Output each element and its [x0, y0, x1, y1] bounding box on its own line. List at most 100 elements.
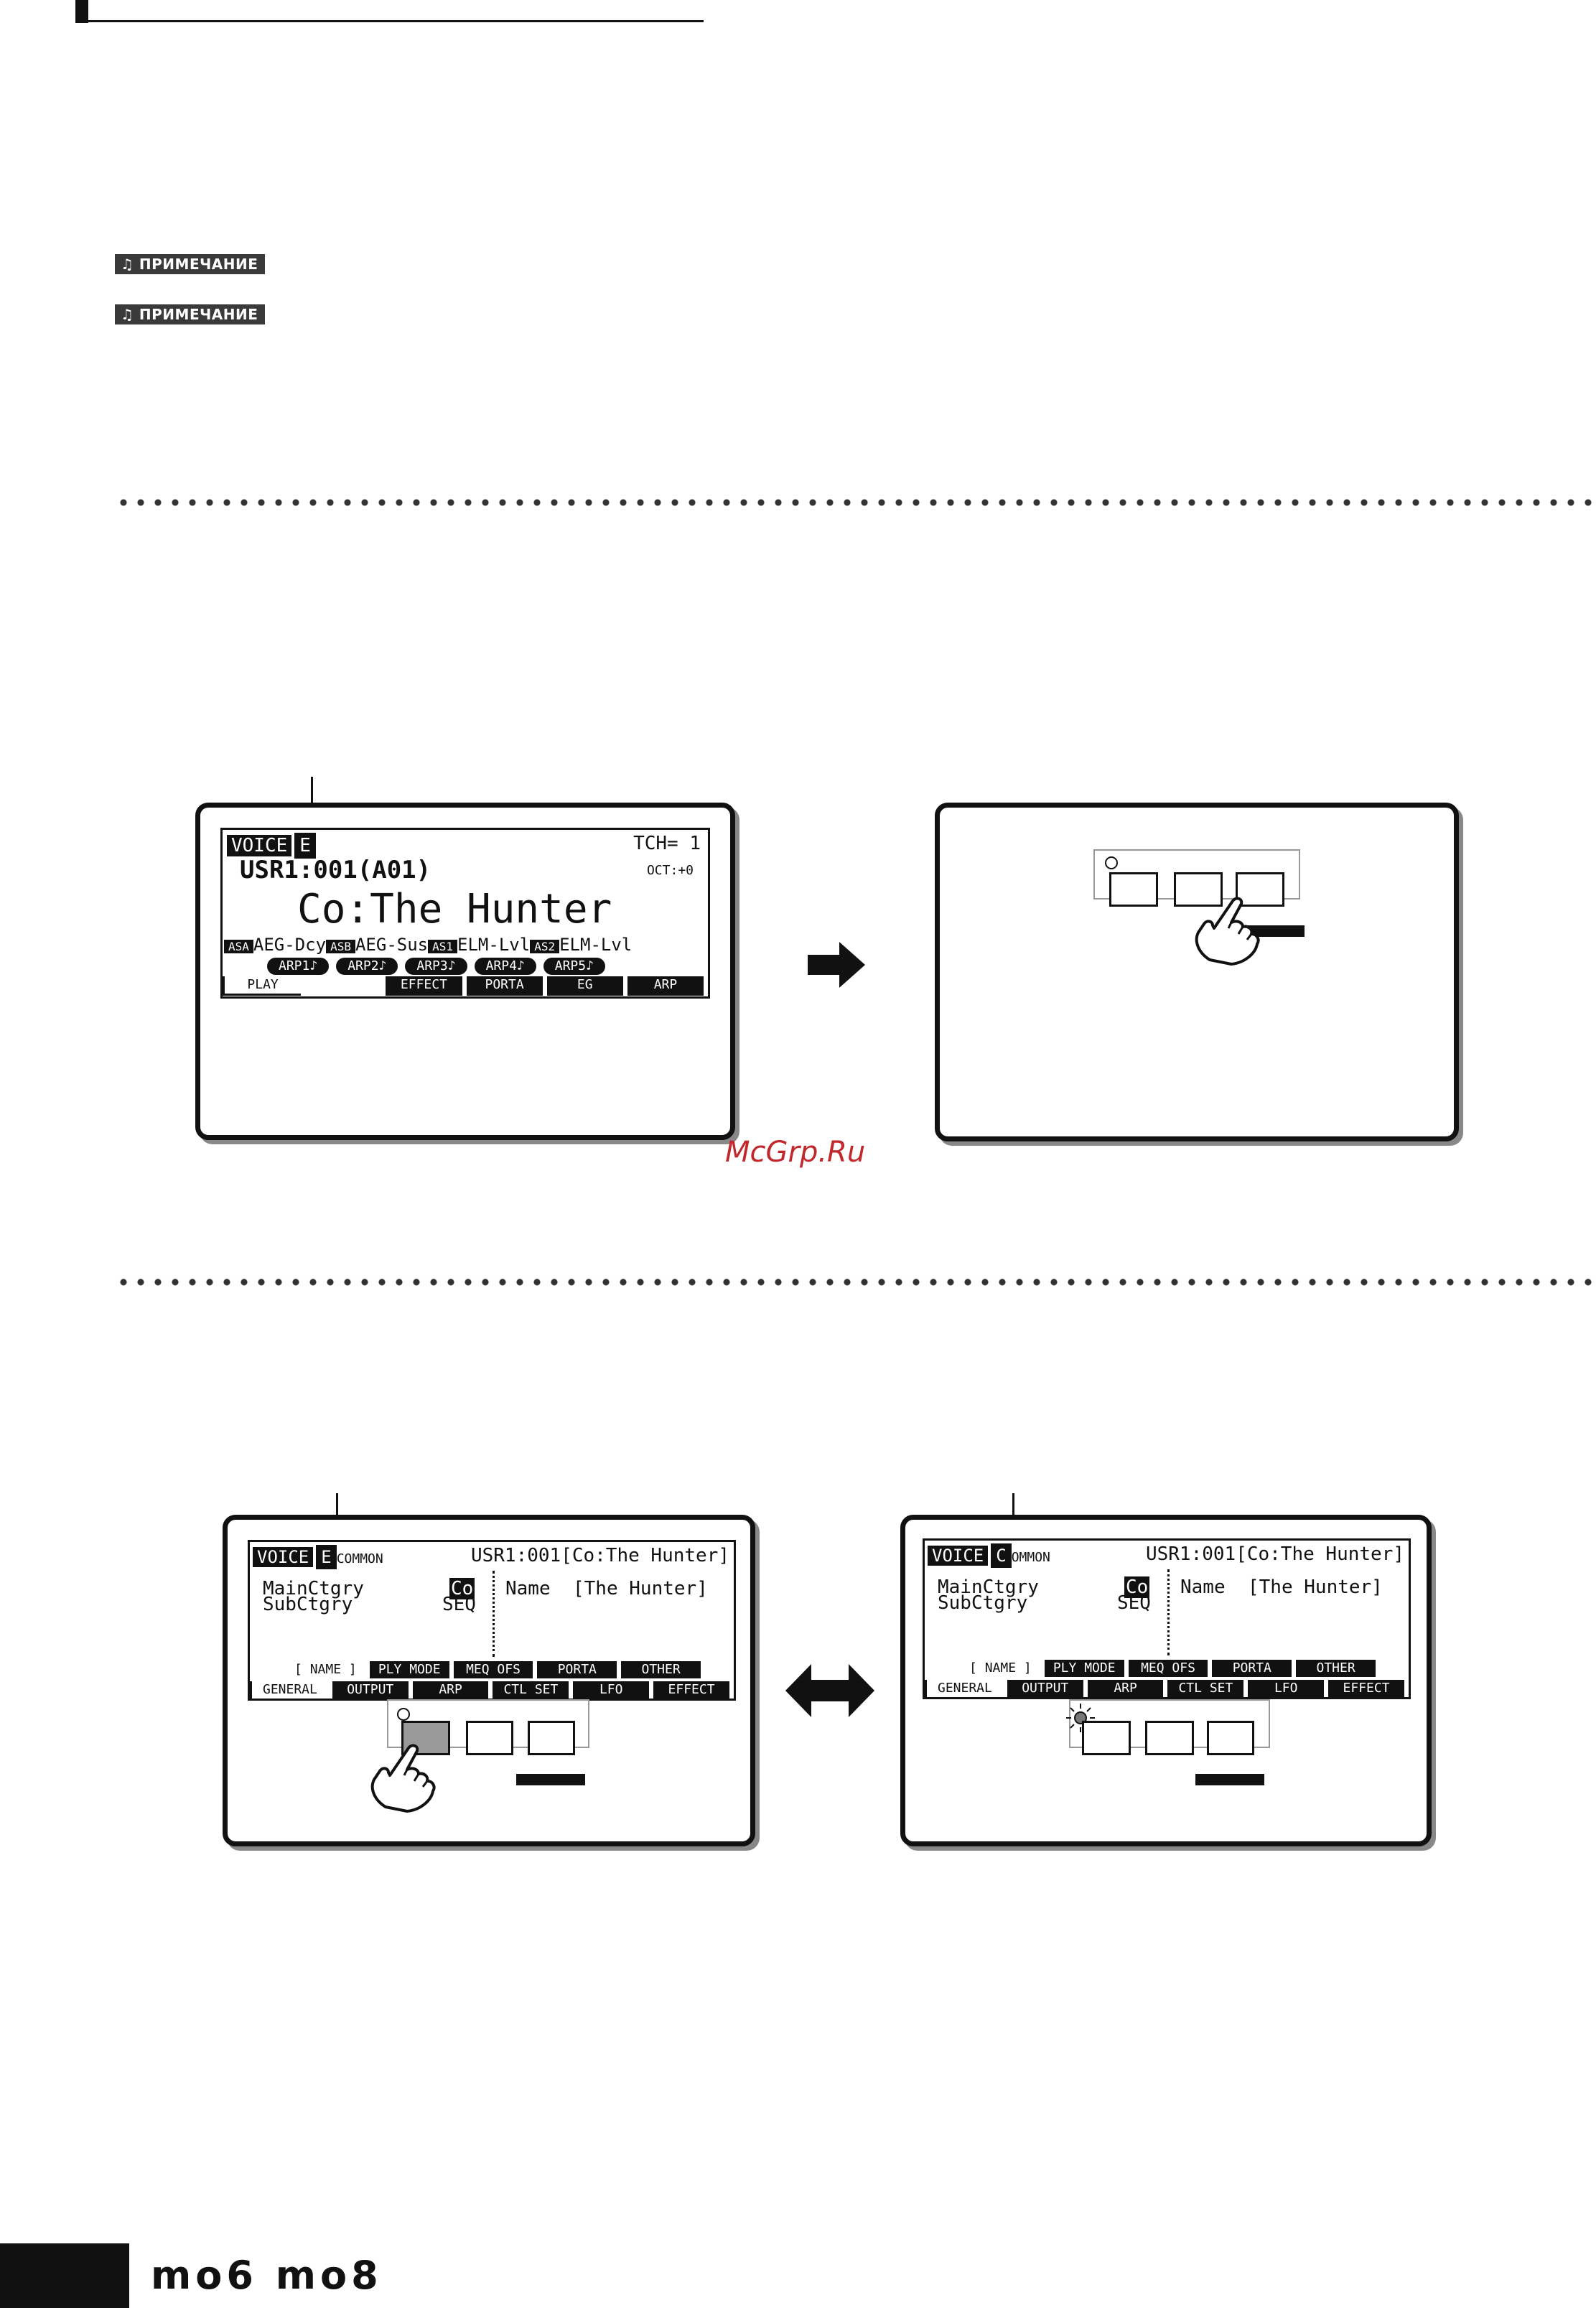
panel-button[interactable]	[1109, 872, 1158, 907]
panel-button[interactable]	[1145, 1721, 1194, 1755]
main-category-label: MainCtgry	[938, 1576, 1039, 1598]
knob-label: ELM-Lvl	[457, 935, 531, 955]
knob-tag: ASA	[224, 940, 253, 953]
name-value[interactable]: [The Hunter]	[1248, 1576, 1383, 1598]
subtab-name[interactable]: [ NAME ]	[286, 1661, 365, 1678]
subtab-bar: [ NAME ] PLY MODE MEQ OFS PORTA OTHER	[286, 1661, 705, 1678]
subtab-other[interactable]: OTHER	[621, 1661, 701, 1678]
compare-indicator: C	[991, 1543, 1012, 1568]
tab-bar: PLAY EFFECT PORTA EG ARP	[223, 976, 708, 996]
button-panel-1	[935, 803, 1459, 1141]
watermark: McGrp.Ru	[725, 1136, 866, 1169]
tab-arp[interactable]: ARP	[627, 976, 704, 996]
bank-number: USR1:001(A01)	[240, 856, 431, 884]
tab-general[interactable]: GENERAL	[925, 1680, 1003, 1699]
mode-label: VOICE	[928, 1546, 989, 1566]
tab-ctl-set[interactable]: CTL SET	[493, 1681, 569, 1701]
knob-label: AEG-Dcy	[253, 935, 327, 955]
callout-line	[336, 1493, 338, 1535]
product-logo: mo6 mo8	[151, 2253, 383, 2298]
sub-category-value[interactable]: SEQ	[1117, 1592, 1151, 1614]
panel-button[interactable]	[1207, 1721, 1254, 1755]
subtab-other[interactable]: OTHER	[1296, 1660, 1376, 1677]
main-category-value[interactable]: Co	[1124, 1576, 1150, 1598]
main-category-label: MainCtgry	[263, 1578, 364, 1599]
name-value[interactable]: [The Hunter]	[573, 1578, 708, 1599]
button-label-bar	[516, 1774, 585, 1785]
tab-lfo[interactable]: LFO	[573, 1681, 650, 1701]
subtab-porta[interactable]: PORTA	[537, 1661, 617, 1678]
header-rule	[75, 20, 704, 22]
tab-bar: GENERAL OUTPUT ARP CTL SET LFO EFFECT	[250, 1681, 734, 1701]
knob-label: ELM-Lvl	[559, 935, 633, 955]
tab-porta[interactable]: PORTA	[466, 976, 543, 996]
section-label: OMMON	[1011, 1550, 1050, 1565]
tab-play[interactable]: PLAY	[223, 976, 302, 996]
main-category-value[interactable]: Co	[449, 1578, 475, 1599]
panel-button[interactable]	[466, 1721, 513, 1755]
knob-tag: AS1	[428, 940, 458, 953]
section-divider	[115, 498, 1596, 507]
knob-tag: ASB	[326, 940, 355, 953]
panel-button[interactable]	[1174, 872, 1223, 907]
tab-effect[interactable]: EFFECT	[653, 1681, 729, 1701]
edit-indicator: E	[294, 833, 316, 859]
tab-eg[interactable]: EG	[546, 976, 623, 996]
tab-general[interactable]: GENERAL	[250, 1681, 328, 1701]
arp-chip[interactable]: ARP3♪	[405, 958, 467, 975]
note-badge: ♫ ПРИМЕЧАНИЕ	[115, 254, 266, 274]
subtab-play-mode[interactable]: PLY MODE	[369, 1661, 449, 1678]
panel-button[interactable]	[1236, 872, 1284, 907]
header-block	[75, 0, 88, 23]
name-label: Name	[505, 1578, 551, 1599]
tab-effect[interactable]: EFFECT	[1328, 1680, 1404, 1699]
sub-category-label: SubCtgry	[263, 1594, 353, 1615]
tab-output[interactable]: OUTPUT	[1007, 1680, 1083, 1699]
knob-tag: AS2	[530, 940, 560, 953]
subtab-name[interactable]: [ NAME ]	[961, 1660, 1040, 1677]
subtab-bar: [ NAME ] PLY MODE MEQ OFS PORTA OTHER	[961, 1660, 1380, 1677]
edit-indicator: E	[316, 1545, 337, 1569]
note-badge: ♫ ПРИМЕЧАНИЕ	[115, 304, 266, 324]
name-label: Name	[1180, 1576, 1226, 1598]
tab-bar: GENERAL OUTPUT ARP CTL SET LFO EFFECT	[925, 1680, 1409, 1699]
subtab-meq-offset[interactable]: MEQ OFS	[1128, 1660, 1208, 1677]
tab-effect[interactable]: EFFECT	[386, 976, 462, 996]
led-icon	[397, 1708, 410, 1721]
section-label: COMMON	[336, 1551, 383, 1566]
button-label-bar	[1195, 1774, 1264, 1785]
divider	[493, 1571, 495, 1657]
footer-block	[0, 2243, 129, 2308]
finger-press-icon	[370, 1744, 436, 1813]
panel-button[interactable]	[1082, 1721, 1131, 1755]
tab-arp[interactable]: ARP	[412, 1681, 489, 1701]
arp-chip[interactable]: ARP5♪	[543, 958, 605, 975]
bank-number: USR1:001[Co:The Hunter]	[1145, 1543, 1404, 1565]
tab-arp[interactable]: ARP	[1087, 1680, 1164, 1699]
subtab-porta[interactable]: PORTA	[1212, 1660, 1292, 1677]
arp-chip[interactable]: ARP2♪	[336, 958, 398, 975]
sub-category-label: SubCtgry	[938, 1592, 1028, 1614]
tab-lfo[interactable]: LFO	[1248, 1680, 1325, 1699]
blinking-led-icon	[1066, 1704, 1095, 1732]
bank-number: USR1:001[Co:The Hunter]	[470, 1545, 729, 1566]
divider	[1167, 1569, 1170, 1655]
tab-output[interactable]: OUTPUT	[332, 1681, 409, 1701]
double-arrow-icon	[785, 1664, 874, 1717]
subtab-meq-offset[interactable]: MEQ OFS	[453, 1661, 533, 1678]
octave: OCT:+0	[646, 863, 694, 878]
sub-category-value[interactable]: SEQ	[442, 1594, 476, 1615]
panel-button[interactable]	[528, 1721, 575, 1755]
subtab-play-mode[interactable]: PLY MODE	[1044, 1660, 1124, 1677]
arrow-right-icon	[808, 942, 865, 988]
arp-chip[interactable]: ARP1♪	[267, 958, 330, 975]
led-icon	[1105, 856, 1118, 869]
arp-row: ARP1♪ ARP2♪ ARP3♪ ARP4♪ ARP5♪	[267, 958, 612, 975]
tab-ctl-set[interactable]: CTL SET	[1167, 1680, 1244, 1699]
arp-chip[interactable]: ARP4♪	[474, 958, 536, 975]
